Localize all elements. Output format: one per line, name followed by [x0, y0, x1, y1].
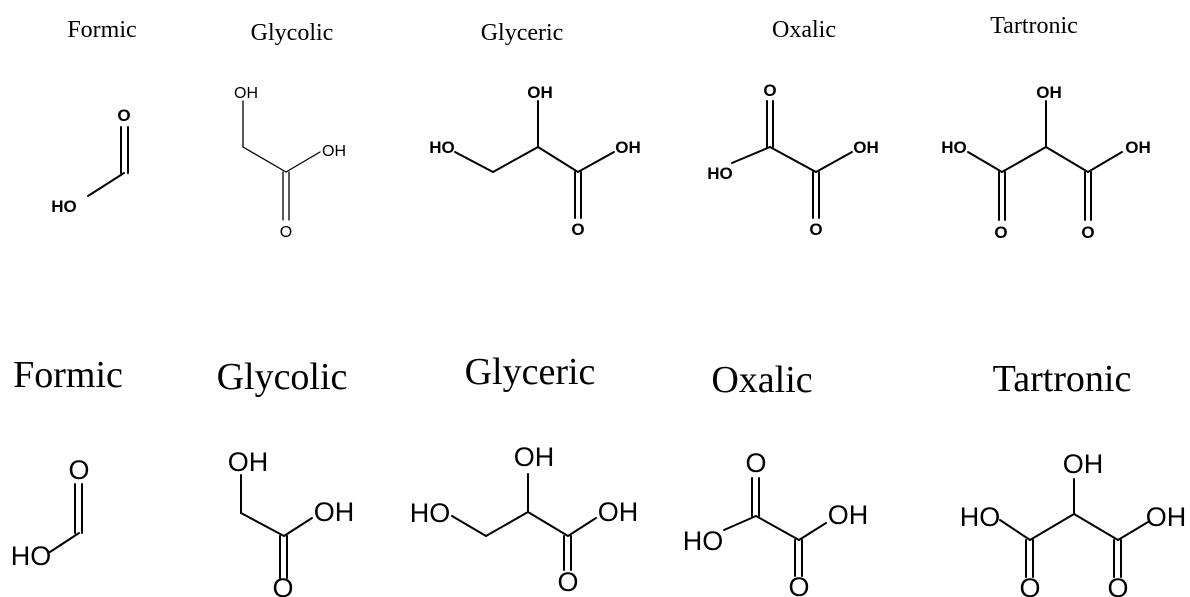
atom-label: HO	[707, 164, 733, 183]
bond	[1045, 146, 1089, 173]
top-tartronic-name: Tartronic	[990, 13, 1078, 39]
atom-label: OH	[1146, 502, 1187, 532]
top-oxalic: Oxalic O HO OH O	[707, 17, 879, 239]
atom-label: HO	[960, 502, 1001, 532]
bond	[731, 146, 771, 164]
atom-label: OH	[1063, 449, 1104, 479]
top-glycolic-name: Glycolic	[251, 20, 334, 46]
top-glycolic: Glycolic OH OH O	[234, 20, 346, 241]
bond	[1073, 513, 1119, 541]
bottom-glycolic: Glycolic OH OH O	[217, 356, 355, 597]
atom-label: OH	[853, 138, 879, 157]
bottom-tartronic-name: Tartronic	[993, 358, 1132, 400]
atom-label: O	[272, 573, 293, 597]
top-glyceric: Glyceric OH HO OH O	[429, 20, 641, 239]
atom-label: O	[763, 81, 776, 100]
bond	[240, 512, 285, 537]
bond	[769, 146, 817, 173]
bottom-oxalic-name: Oxalic	[711, 359, 812, 401]
atom-label: OH	[598, 497, 639, 527]
atom-label: O	[1081, 223, 1094, 242]
atom-label: OH	[228, 447, 269, 477]
bond	[1087, 151, 1123, 173]
atom-label: HO	[410, 498, 451, 528]
bond	[87, 172, 125, 197]
atom-label: HO	[11, 541, 52, 571]
atom-label: O	[280, 224, 292, 241]
atom-label: OH	[514, 442, 555, 472]
atom-label: O	[809, 220, 822, 239]
bottom-glyceric-name: Glyceric	[465, 351, 596, 393]
atom-label: OH	[1036, 83, 1062, 102]
bond	[537, 146, 579, 173]
bottom-glycolic-name: Glycolic	[217, 356, 348, 398]
bond	[454, 151, 494, 173]
atom-label: HO	[941, 138, 967, 157]
atom-label: OH	[527, 83, 553, 102]
bond	[1029, 513, 1075, 541]
atom-label: HO	[683, 526, 724, 556]
atom-label: O	[788, 572, 809, 597]
atom-label: O	[994, 223, 1007, 242]
atom-label: OH	[322, 143, 346, 160]
bottom-glyceric: Glyceric OH HO OH O	[410, 351, 639, 597]
atom-label: O	[1019, 573, 1040, 597]
top-oxalic-name: Oxalic	[772, 17, 836, 43]
atom-label: OH	[828, 500, 869, 530]
atom-label: OH	[314, 497, 355, 527]
top-tartronic: Tartronic OH HO OH O O	[941, 13, 1151, 242]
bottom-formic: Formic O HO	[11, 354, 123, 571]
atom-label: HO	[429, 138, 455, 157]
bond	[283, 517, 313, 537]
bond	[999, 519, 1031, 541]
atom-label: HO	[51, 197, 77, 216]
bond	[815, 151, 853, 173]
bond	[798, 522, 827, 541]
bond	[1117, 521, 1149, 541]
atom-label: OH	[1125, 138, 1151, 157]
bond	[527, 511, 569, 537]
bond	[1001, 146, 1047, 173]
top-glyceric-name: Glyceric	[481, 20, 564, 46]
bottom-tartronic: Tartronic OH HO OH O O	[960, 358, 1187, 597]
bond	[485, 511, 529, 537]
bond	[967, 151, 1003, 173]
top-formic-name: Formic	[67, 17, 136, 43]
atom-label: O	[117, 106, 130, 125]
bond	[723, 515, 757, 531]
bottom-formic-name: Formic	[13, 354, 123, 396]
atom-label: O	[571, 220, 584, 239]
atom-label: O	[1107, 573, 1128, 597]
atom-label: OH	[615, 138, 641, 157]
atom-label: O	[745, 448, 766, 478]
bond	[492, 146, 539, 173]
bottom-oxalic: Oxalic O HO OH O	[683, 359, 869, 597]
atom-label: OH	[234, 85, 258, 102]
bond	[451, 515, 487, 537]
bond	[567, 517, 597, 537]
atom-label: O	[557, 567, 578, 597]
bond	[49, 532, 80, 553]
bond	[755, 515, 800, 541]
atom-label: O	[68, 455, 89, 485]
top-formic: Formic O HO	[51, 17, 136, 216]
bond	[577, 151, 615, 173]
bond	[242, 146, 287, 173]
bond	[285, 151, 321, 173]
